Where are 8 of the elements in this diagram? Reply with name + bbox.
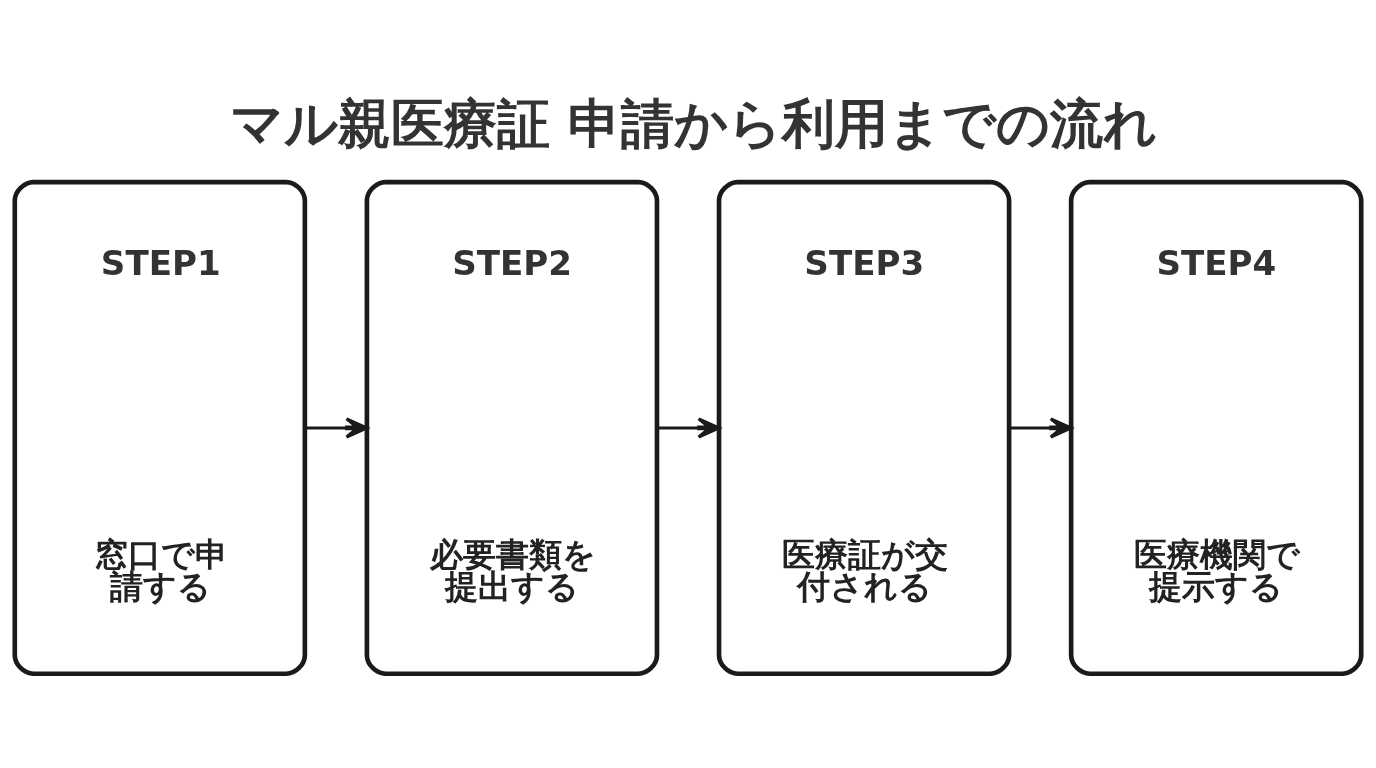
- arrow: [1009, 416, 1073, 439]
- node-box: STEP3 医療証が交付される: [716, 179, 1012, 676]
- node-box: STEP4 医療機関で提示する: [1068, 179, 1364, 676]
- arrow: [305, 416, 369, 439]
- diagram-title: マル親医療証 申請から利用までの流れ: [229, 92, 1157, 154]
- node-box: STEP1 窓口で申請する: [12, 179, 308, 676]
- arrow: [657, 416, 721, 439]
- node-box: STEP2 必要書類を提出する: [364, 179, 660, 676]
